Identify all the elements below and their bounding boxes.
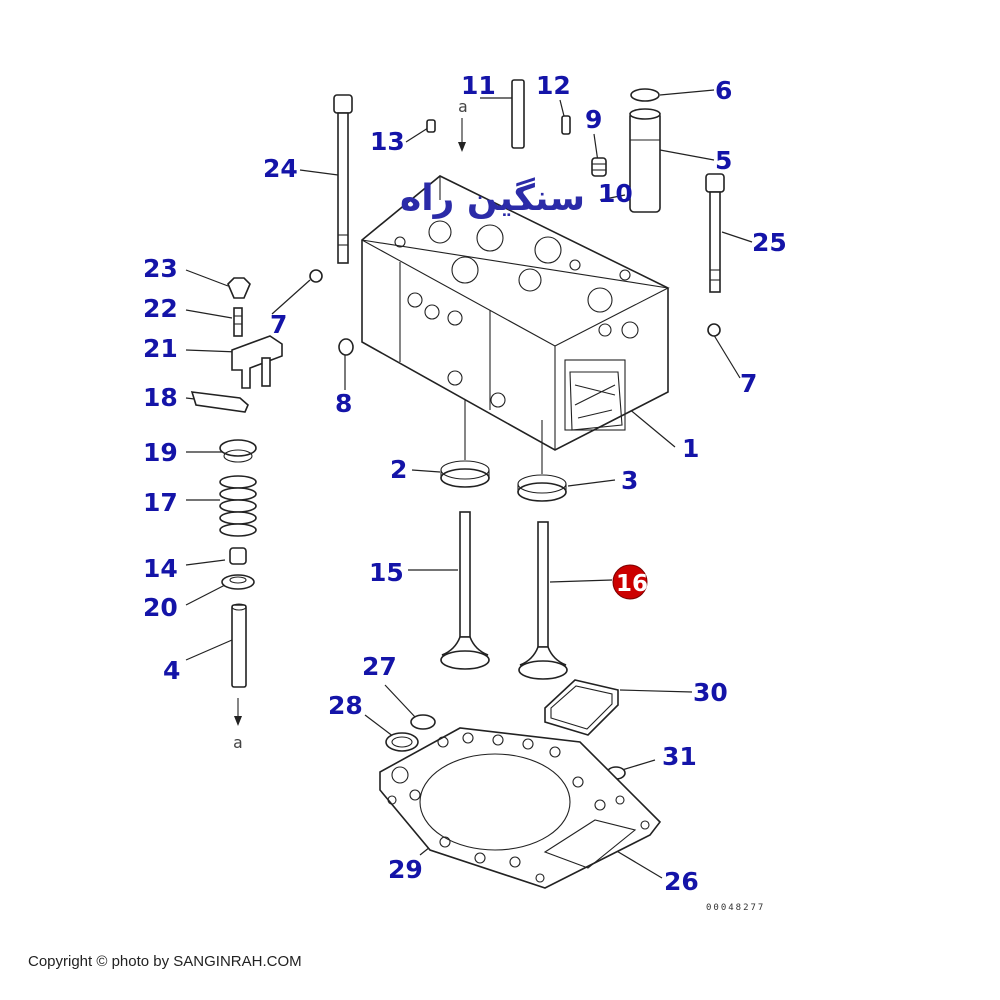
copyright-text: Copyright © photo by SANGINRAH.COM <box>28 953 302 970</box>
callout-26: 26 <box>664 867 699 896</box>
callout-19: 19 <box>143 438 178 467</box>
callout-25: 25 <box>752 228 787 257</box>
o-ring-28 <box>385 732 419 752</box>
o-ring-27 <box>410 714 436 730</box>
callout-8: 8 <box>335 389 352 418</box>
callout-1: 1 <box>682 434 699 463</box>
callout-6: 6 <box>715 76 732 105</box>
callout-30: 30 <box>693 678 728 707</box>
bolt-25 <box>705 173 725 293</box>
crosshead-21 <box>231 335 283 389</box>
callout-28: 28 <box>328 691 363 720</box>
callout-15: 15 <box>369 558 404 587</box>
plug-13 <box>426 119 436 133</box>
guide-4 <box>231 603 247 688</box>
callout-14: 14 <box>143 554 178 583</box>
reference-a-bottom-label: a <box>233 733 243 752</box>
callout-3: 3 <box>621 466 638 495</box>
callout-5: 5 <box>715 146 732 175</box>
callout-17: 17 <box>143 488 178 517</box>
callout-23: 23 <box>143 254 178 283</box>
callout-11: 11 <box>461 71 496 100</box>
callout-18: 18 <box>143 383 178 412</box>
callout-16-highlight[interactable]: 16 <box>612 564 648 600</box>
plug-9 <box>591 157 607 177</box>
spring-17 <box>219 475 257 537</box>
callout-12: 12 <box>536 71 571 100</box>
drawing-number: 00048277 <box>706 903 765 913</box>
gasket-30 <box>544 679 619 736</box>
callout-4: 4 <box>163 656 180 685</box>
callouts: 1 2 3 4 5 6 7 7 8 9 10 11 12 13 14 15 17… <box>143 71 787 896</box>
plug-7-left <box>309 269 323 283</box>
nut-23 <box>227 277 251 299</box>
callout-7-right: 7 <box>740 369 757 398</box>
callout-27: 27 <box>362 652 397 681</box>
valve-15 <box>440 511 490 670</box>
seal-14 <box>229 547 247 565</box>
callout-20: 20 <box>143 593 178 622</box>
callout-22: 22 <box>143 294 178 323</box>
callout-13: 13 <box>370 127 405 156</box>
head-gasket-26 <box>379 727 662 889</box>
plug-7-right <box>707 323 721 337</box>
valve-16 <box>518 521 568 680</box>
cylinder-head <box>361 175 670 451</box>
plug-8 <box>338 338 354 356</box>
callout-24: 24 <box>263 154 298 183</box>
callout-7-left: 7 <box>270 310 287 339</box>
callout-10: 10 <box>598 179 633 208</box>
callout-21: 21 <box>143 334 178 363</box>
seat-20 <box>221 574 255 590</box>
retainer-19 <box>219 439 257 463</box>
callout-31: 31 <box>662 742 697 771</box>
reference-a-top-label: a <box>458 97 468 116</box>
valve-seat-3 <box>517 474 567 502</box>
guide-18 <box>190 391 249 413</box>
callout-16: 16 <box>616 571 648 597</box>
reference-a-bottom: a <box>233 698 243 752</box>
watermark-text: سنگین راه <box>400 177 585 219</box>
sleeve-5 <box>629 108 661 213</box>
callout-2: 2 <box>390 455 407 484</box>
pin-12 <box>561 115 571 135</box>
callout-9: 9 <box>585 105 602 134</box>
o-ring-6 <box>630 88 660 102</box>
bolt-24 <box>333 94 353 264</box>
callout-29: 29 <box>388 855 423 884</box>
pin-11 <box>511 79 525 149</box>
valve-seat-2 <box>440 460 490 488</box>
screw-22 <box>233 307 243 337</box>
reference-a-top: a <box>458 97 468 152</box>
watermark-logo: سنگین راه <box>400 177 585 219</box>
